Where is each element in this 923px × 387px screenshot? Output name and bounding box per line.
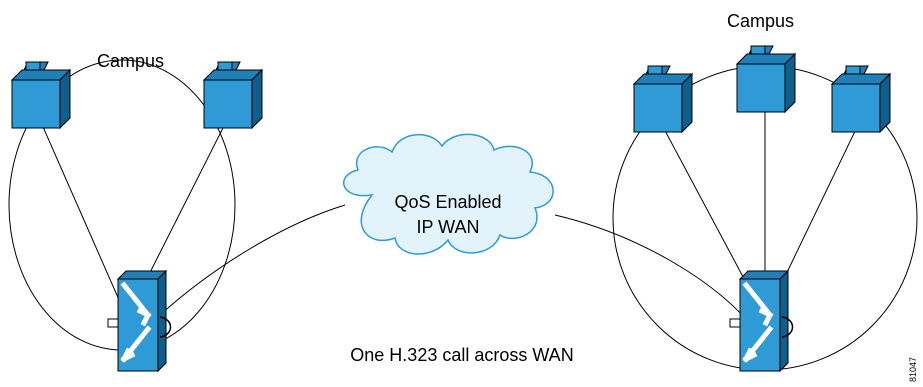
video-endpoint-icon <box>633 65 693 133</box>
video-endpoint-icon <box>736 45 796 113</box>
cloud-label-line1: QoS Enabled <box>394 192 501 212</box>
cloud-icon <box>343 133 554 255</box>
gatekeeper-switch-icon <box>108 271 171 371</box>
gatekeeper-switch-icon <box>730 271 793 371</box>
wan-link-right <box>554 214 746 319</box>
video-endpoint-icon <box>203 61 263 129</box>
campus-label-left: Campus <box>97 51 164 71</box>
video-endpoint-icon <box>11 61 71 129</box>
figure-id: 81047 <box>908 357 918 382</box>
wan-link-left <box>159 204 346 316</box>
caption: One H.323 call across WAN <box>350 345 573 365</box>
video-endpoint-icon <box>831 65 891 133</box>
campus-label-right: Campus <box>727 11 794 31</box>
cloud-label-line2: IP WAN <box>416 217 479 237</box>
left-link-1 <box>39 119 128 319</box>
